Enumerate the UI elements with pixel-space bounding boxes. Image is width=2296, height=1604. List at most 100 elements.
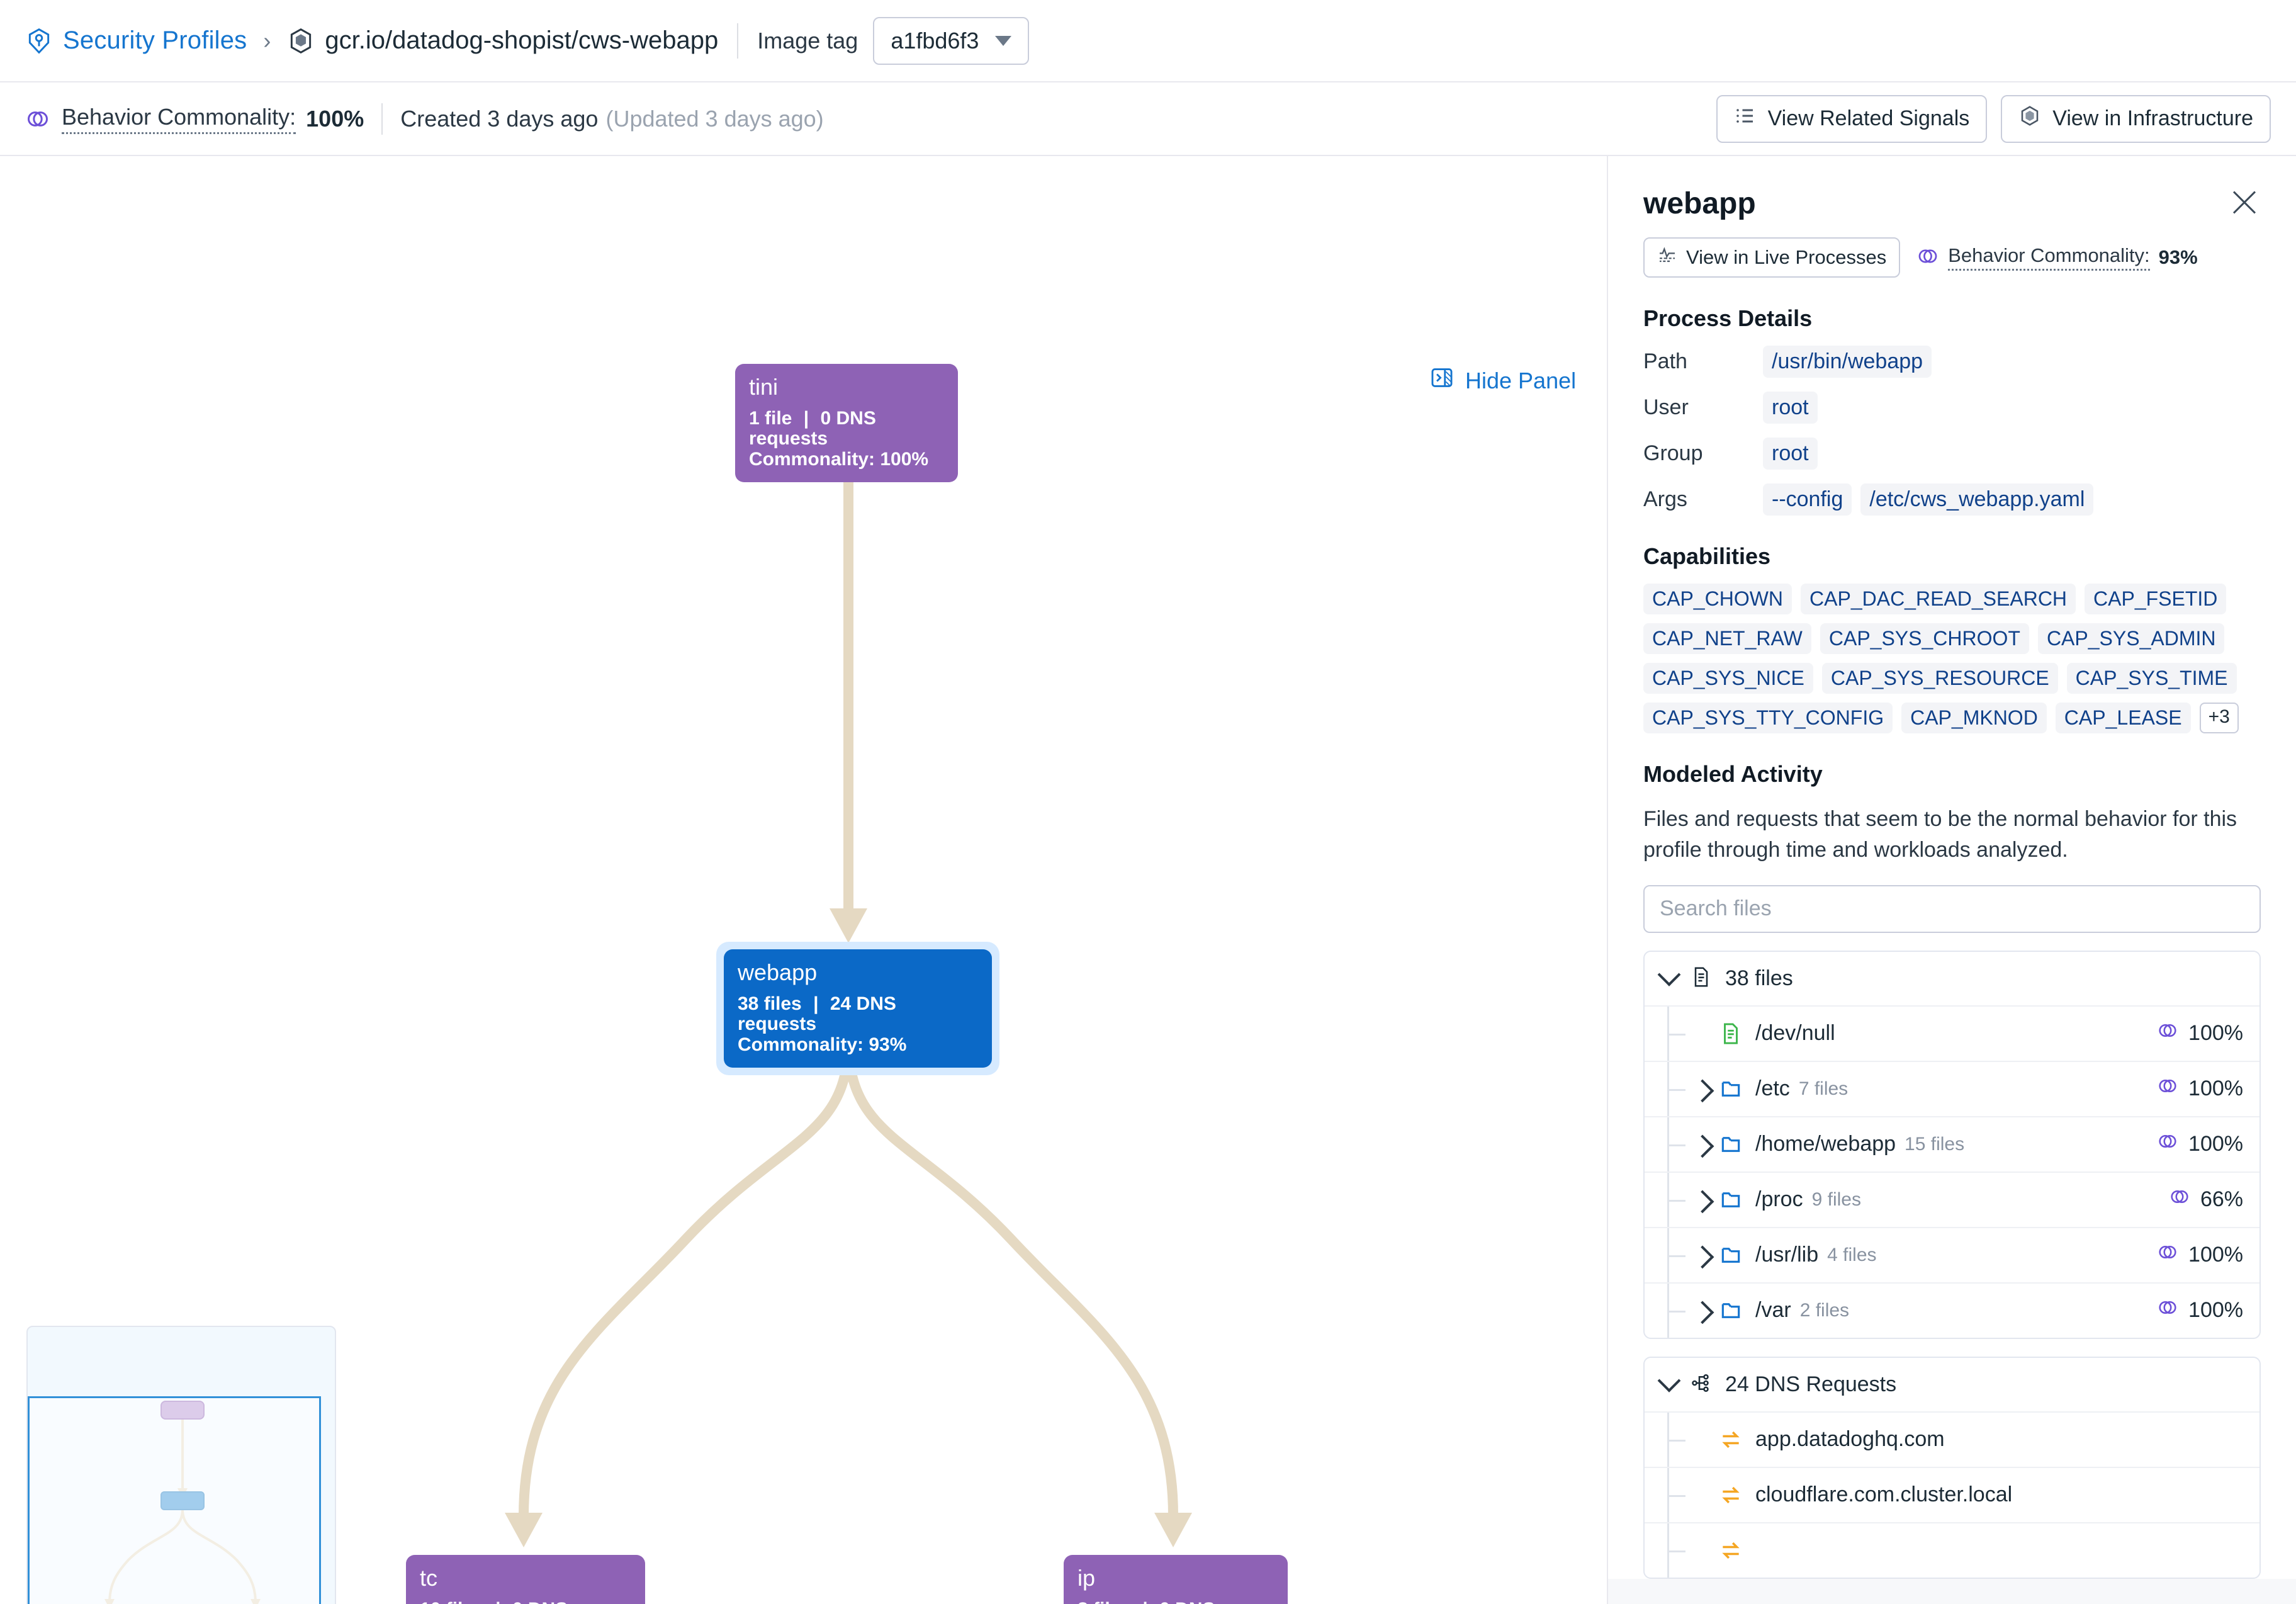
file-tree-row[interactable]: /proc 9 files 66%: [1645, 1171, 2259, 1227]
graph-minimap[interactable]: [26, 1326, 336, 1604]
hide-panel-label: Hide Panel: [1465, 367, 1577, 393]
dns-exchange-icon: [1719, 1483, 1745, 1507]
detail-value[interactable]: /usr/bin/webapp: [1763, 346, 1932, 378]
image-tag-select[interactable]: a1fbd6f3: [873, 16, 1030, 65]
search-files-input[interactable]: [1660, 896, 2244, 922]
dns-row-partial[interactable]: [1645, 1522, 2259, 1578]
meta-actions: View Related Signals View in Infrastruct…: [1716, 94, 2271, 143]
updated-text: (Updated 3 days ago): [605, 105, 824, 132]
file-commonality-value: 100%: [2188, 1132, 2243, 1156]
view-in-infrastructure-button[interactable]: View in Infrastructure: [2001, 94, 2271, 143]
capability-chip[interactable]: CAP_SYS_RESOURCE: [1821, 663, 2058, 694]
file-commonality-value: 66%: [2200, 1187, 2243, 1212]
file-tree-row[interactable]: /etc 7 files 100%: [1645, 1060, 2259, 1116]
profile-meta-bar: Behavior Commonality: 100% Created 3 day…: [0, 82, 2296, 156]
folder-icon: [1719, 1188, 1745, 1212]
file-path: /proc: [1755, 1187, 1803, 1212]
capability-chip[interactable]: CAP_NET_RAW: [1643, 623, 1811, 654]
detail-key: Path: [1643, 349, 1687, 373]
chevron-right-icon[interactable]: [1689, 1079, 1716, 1102]
file-tree-row[interactable]: /usr/lib 4 files 100%: [1645, 1226, 2259, 1282]
file-path: /usr/lib: [1755, 1243, 1819, 1267]
dns-row[interactable]: app.datadoghq.com: [1645, 1411, 2259, 1467]
view-related-signals-label: View Related Signals: [1767, 106, 1970, 130]
dns-group-header[interactable]: 24 DNS Requests: [1645, 1358, 2259, 1411]
capability-chip[interactable]: CAP_FSETID: [2085, 584, 2227, 614]
capability-chip[interactable]: CAP_DAC_READ_SEARCH: [1801, 584, 2076, 614]
file-icon: [1719, 1022, 1745, 1046]
chevron-right-icon[interactable]: [1689, 1190, 1716, 1213]
panel-title: webapp: [1643, 187, 1756, 220]
chevron-right-icon[interactable]: [1689, 1301, 1716, 1324]
capability-chip[interactable]: CAP_SYS_NICE: [1643, 663, 1813, 694]
tree-rail: [1667, 1228, 1689, 1282]
meta-divider: [381, 103, 383, 135]
panel-commonality: Behavior Commonality: 93%: [1916, 244, 2198, 271]
detail-row-group: Group root: [1643, 438, 2261, 470]
view-related-signals-button[interactable]: View Related Signals: [1716, 94, 1988, 143]
capability-chip[interactable]: CAP_SYS_TTY_CONFIG: [1643, 703, 1893, 733]
process-node-tini[interactable]: tini 1 file | 0 DNS requests Commonality…: [735, 364, 958, 483]
file-tree-row[interactable]: /var 2 files 100%: [1645, 1282, 2259, 1338]
meta-left-group: Behavior Commonality: 100% Created 3 day…: [25, 103, 824, 135]
search-files-box[interactable]: [1643, 884, 2261, 933]
file-tree-row[interactable]: /dev/null 100%: [1645, 1005, 2259, 1061]
detail-row-user: User root: [1643, 392, 2261, 424]
container-image-icon: [287, 27, 315, 55]
capability-chip[interactable]: CAP_SYS_CHROOT: [1820, 623, 2029, 654]
folder-icon: [1719, 1077, 1745, 1101]
capabilities-more-badge[interactable]: +3: [2199, 703, 2239, 733]
breadcrumb-current: gcr.io/datadog-shopist/cws-webapp: [325, 26, 719, 54]
view-in-live-processes-button[interactable]: View in Live Processes: [1643, 237, 1901, 278]
file-tree-row[interactable]: /home/webapp 15 files 100%: [1645, 1115, 2259, 1172]
breadcrumb-root-link[interactable]: Security Profiles: [63, 26, 247, 54]
detail-key: Group: [1643, 441, 1703, 465]
chevron-right-icon[interactable]: [1689, 1134, 1716, 1158]
capability-chip[interactable]: CAP_LEASE: [2055, 703, 2191, 733]
detail-value[interactable]: root: [1763, 438, 1818, 470]
file-commonality-value: 100%: [2188, 1076, 2243, 1101]
commonality-icon: [25, 106, 50, 132]
files-group-header[interactable]: 38 files: [1645, 952, 2259, 1005]
detail-value[interactable]: root: [1763, 392, 1818, 424]
arrow-head-ip: [1154, 1513, 1192, 1547]
process-node-ip[interactable]: ip 8 files | 0 DNS requests Commonality:…: [1064, 1555, 1288, 1604]
panel-commonality-label[interactable]: Behavior Commonality:: [1948, 244, 2150, 271]
detail-value[interactable]: /etc/cws_webapp.yaml: [1860, 483, 2094, 516]
capability-chip[interactable]: CAP_MKNOD: [1901, 703, 2047, 733]
process-node-title: tc: [420, 1565, 438, 1591]
security-profiles-icon: [25, 27, 53, 55]
selected-node-halo: webapp 38 files | 24 DNS requests Common…: [716, 942, 999, 1076]
breadcrumb-bar: Security Profiles › gcr.io/datadog-shopi…: [0, 0, 2296, 82]
commonality-icon: [2157, 1131, 2178, 1158]
behavior-commonality-label[interactable]: Behavior Commonality:: [62, 104, 296, 134]
minimap-viewport[interactable]: [28, 1396, 321, 1604]
file-count: 7 files: [1798, 1078, 1849, 1099]
graph-edges: [505, 452, 1192, 1547]
process-node-webapp[interactable]: webapp 38 files | 24 DNS requests Common…: [724, 949, 992, 1068]
process-node-tc[interactable]: tc 10 files | 0 DNS requests Commonality…: [406, 1555, 645, 1604]
created-text: Created 3 days ago: [400, 105, 599, 132]
capability-chip[interactable]: CAP_CHOWN: [1643, 584, 1792, 614]
breadcrumb-divider: [737, 23, 739, 59]
files-group-label: 38 files: [1725, 966, 1793, 990]
page-body: Hide Panel tini 1 file | 0 DNS requests …: [0, 156, 2296, 1604]
chevron-down-icon[interactable]: [1657, 963, 1681, 986]
process-node-files: 1 file: [749, 407, 792, 429]
panel-scroll-fade: [1608, 1579, 2296, 1604]
detail-value[interactable]: --config: [1763, 483, 1852, 516]
tree-rail: [1667, 1006, 1689, 1061]
capability-chip[interactable]: CAP_SYS_ADMIN: [2037, 623, 2225, 654]
detail-key: User: [1643, 395, 1689, 419]
commonality-icon: [2157, 1075, 2178, 1102]
dns-row[interactable]: cloudflare.com.cluster.local: [1645, 1466, 2259, 1522]
process-node-dns: 0 DNS requests: [420, 1599, 568, 1604]
process-tree-canvas[interactable]: Hide Panel tini 1 file | 0 DNS requests …: [0, 156, 1607, 1604]
chevron-right-icon[interactable]: [1689, 1245, 1716, 1268]
hide-panel-button[interactable]: Hide Panel: [1430, 366, 1576, 395]
close-icon[interactable]: [2228, 186, 2261, 219]
chevron-down-icon[interactable]: [1657, 1369, 1681, 1392]
capability-chip[interactable]: CAP_SYS_TIME: [2066, 663, 2237, 694]
process-node-dns: 24 DNS requests: [738, 993, 896, 1035]
modeled-activity-title: Modeled Activity: [1643, 761, 1823, 787]
